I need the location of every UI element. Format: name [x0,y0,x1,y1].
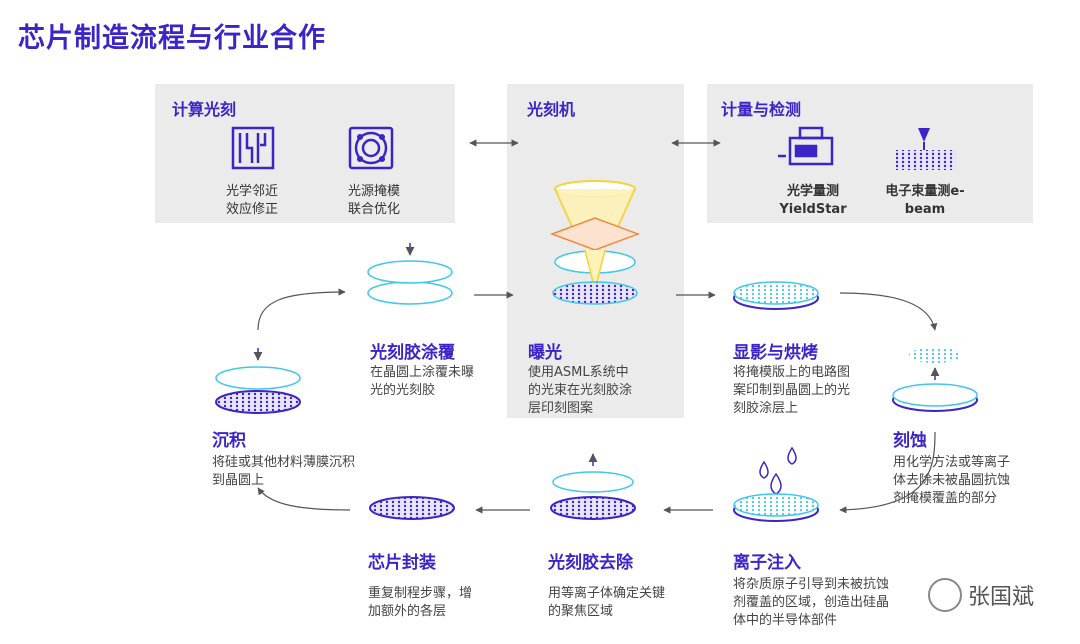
packaging-step-title: 芯片封装 [368,553,436,573]
resist-strip-wafer [550,453,636,520]
page-title: 芯片制造流程与行业合作 [18,23,326,54]
yieldstar-caption: 光学量测 YieldStar [779,184,847,217]
metrology-panel [707,84,1033,223]
coating-step-desc: 在晶圆上涂覆未曝 光的光刻胶 [370,365,475,398]
watermark-text: 张国斌 [968,585,1035,610]
exposure-step-title: 曝光 [528,343,562,363]
develop-wafer [733,281,819,310]
resist-strip-step-title: 光刻胶去除 [548,553,633,573]
watermark: 张国斌 [928,578,1034,612]
coating-wafer [367,243,453,305]
packaging-step-desc: 重复制程步骤，增 加额外的各层 [368,586,473,619]
ebeam-caption: 电子束量测e- beam [885,184,965,217]
ion-implant-step-desc: 将杂质原子引导到未被抗蚀 剂覆盖的区域，创造出硅晶 体中的半导体部件 [733,577,890,628]
develop-step-desc: 将掩模版上的电路图 案印制到晶圆上的光 刻胶涂层上 [733,365,851,416]
develop-step-title: 显影与烘烤 [733,343,818,363]
etch-step-title: 刻蚀 [893,431,927,451]
deposition-step-title: 沉积 [212,431,246,451]
computational-lithography-panel [155,84,455,223]
package-wafer [369,496,455,520]
ion-implant-step-title: 离子注入 [733,553,801,573]
resist-strip-step-desc: 用等离子体确定关键 的聚焦区域 [548,586,666,619]
exposure-step-desc: 使用ASML系统中 的光束在光刻胶涂 层印刻图案 [528,365,633,416]
etch-step-desc: 用化学方法或等离子 体去除未被晶圆抗蚀 剂掩模覆盖的部分 [893,455,1011,506]
smo-caption: 光源掩模 联合优化 [347,184,400,217]
deposition-step-desc: 将硅或其他材料薄膜沉积 到晶圆上 [212,455,356,488]
ion-implant-wafer [733,446,819,522]
deposition-wafer [215,348,301,414]
wechat-icon [928,578,962,612]
computational-lithography-title: 计算光刻 [172,100,237,119]
etch-wafer [892,347,978,412]
coating-step-title: 光刻胶涂覆 [370,343,455,363]
opc-caption: 光学邻近 效应修正 [225,184,278,217]
metrology-title: 计量与检测 [721,100,802,119]
lithography-machine-title: 光刻机 [527,100,576,119]
